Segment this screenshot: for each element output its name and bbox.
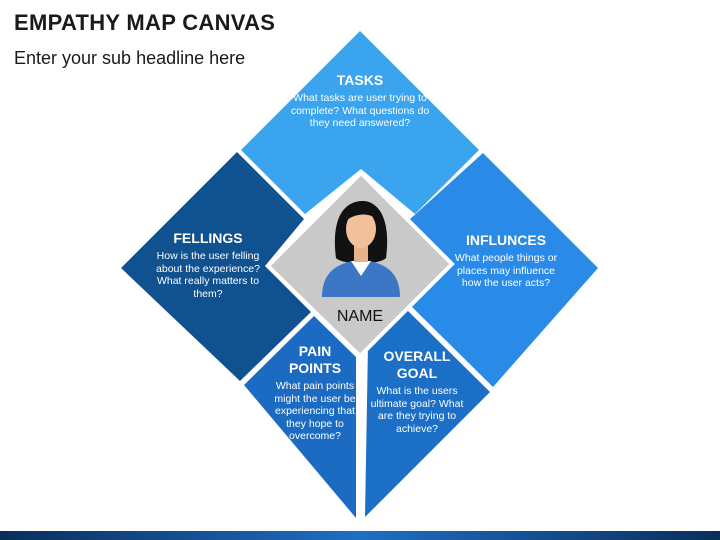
overall-goal-label-group: OVERALL GOAL What is the users ultimate … — [370, 348, 464, 435]
feelings-description: How is the user felling about the experi… — [156, 250, 260, 300]
pain-points-description: What pain points might the user be exper… — [274, 380, 356, 442]
page-subtitle: Enter your sub headline here — [14, 48, 246, 68]
influences-title: INFLUNCES — [465, 232, 547, 248]
influences-label-group: INFLUNCES What people things or places m… — [448, 232, 564, 290]
pain-points-title: PAIN POINTS — [288, 343, 342, 376]
page-title: EMPATHY MAP CANVAS — [14, 10, 276, 35]
tasks-title: TASKS — [336, 72, 384, 88]
overall-goal-section — [365, 309, 490, 517]
tasks-label-group: TASKS What tasks are user trying to comp… — [290, 72, 430, 130]
feelings-section — [121, 152, 311, 381]
influences-section — [409, 153, 598, 387]
persona-name-label: NAME — [336, 308, 384, 325]
tasks-section — [241, 31, 479, 214]
tasks-description: What tasks are user trying to complete? … — [290, 92, 430, 129]
overall-goal-title: OVERALL GOAL — [383, 348, 451, 381]
pain-points-label-group: PAIN POINTS What pain points might the u… — [272, 343, 358, 443]
person-avatar-icon — [322, 201, 400, 297]
footer-bar — [0, 531, 720, 540]
feelings-label-group: FELLINGS How is the user felling about t… — [152, 230, 264, 300]
overall-goal-description: What is the users ultimate goal? What ar… — [370, 385, 464, 435]
feelings-title: FELLINGS — [173, 230, 243, 246]
pain-points-section — [244, 316, 356, 518]
influences-description: What people things or places may influen… — [454, 252, 558, 289]
